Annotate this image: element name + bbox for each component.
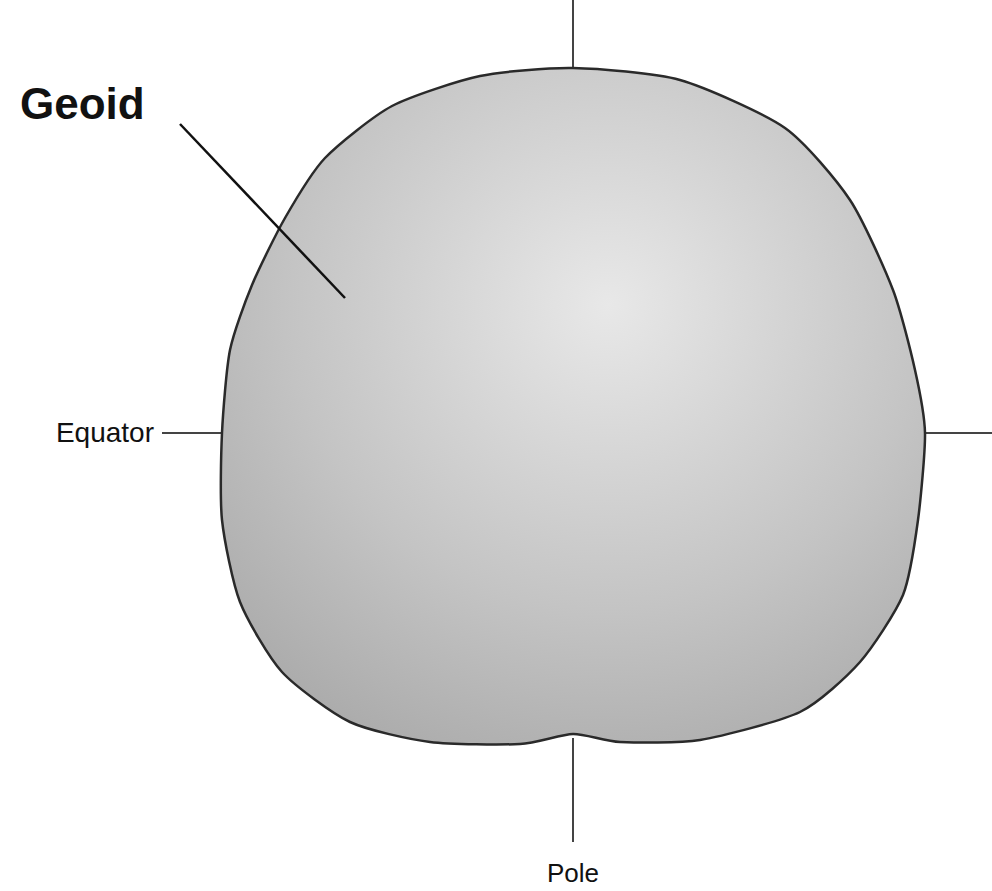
pole-axis <box>572 0 574 70</box>
figure-label: Geoid <box>20 82 145 126</box>
geoid-shape <box>221 68 925 745</box>
equator-axis <box>162 432 222 434</box>
equator-axis <box>924 432 992 434</box>
axis-label: Pole <box>547 860 599 886</box>
axis-label: Equator <box>56 419 154 447</box>
pole-axis <box>572 738 574 842</box>
leader-line <box>180 124 345 298</box>
